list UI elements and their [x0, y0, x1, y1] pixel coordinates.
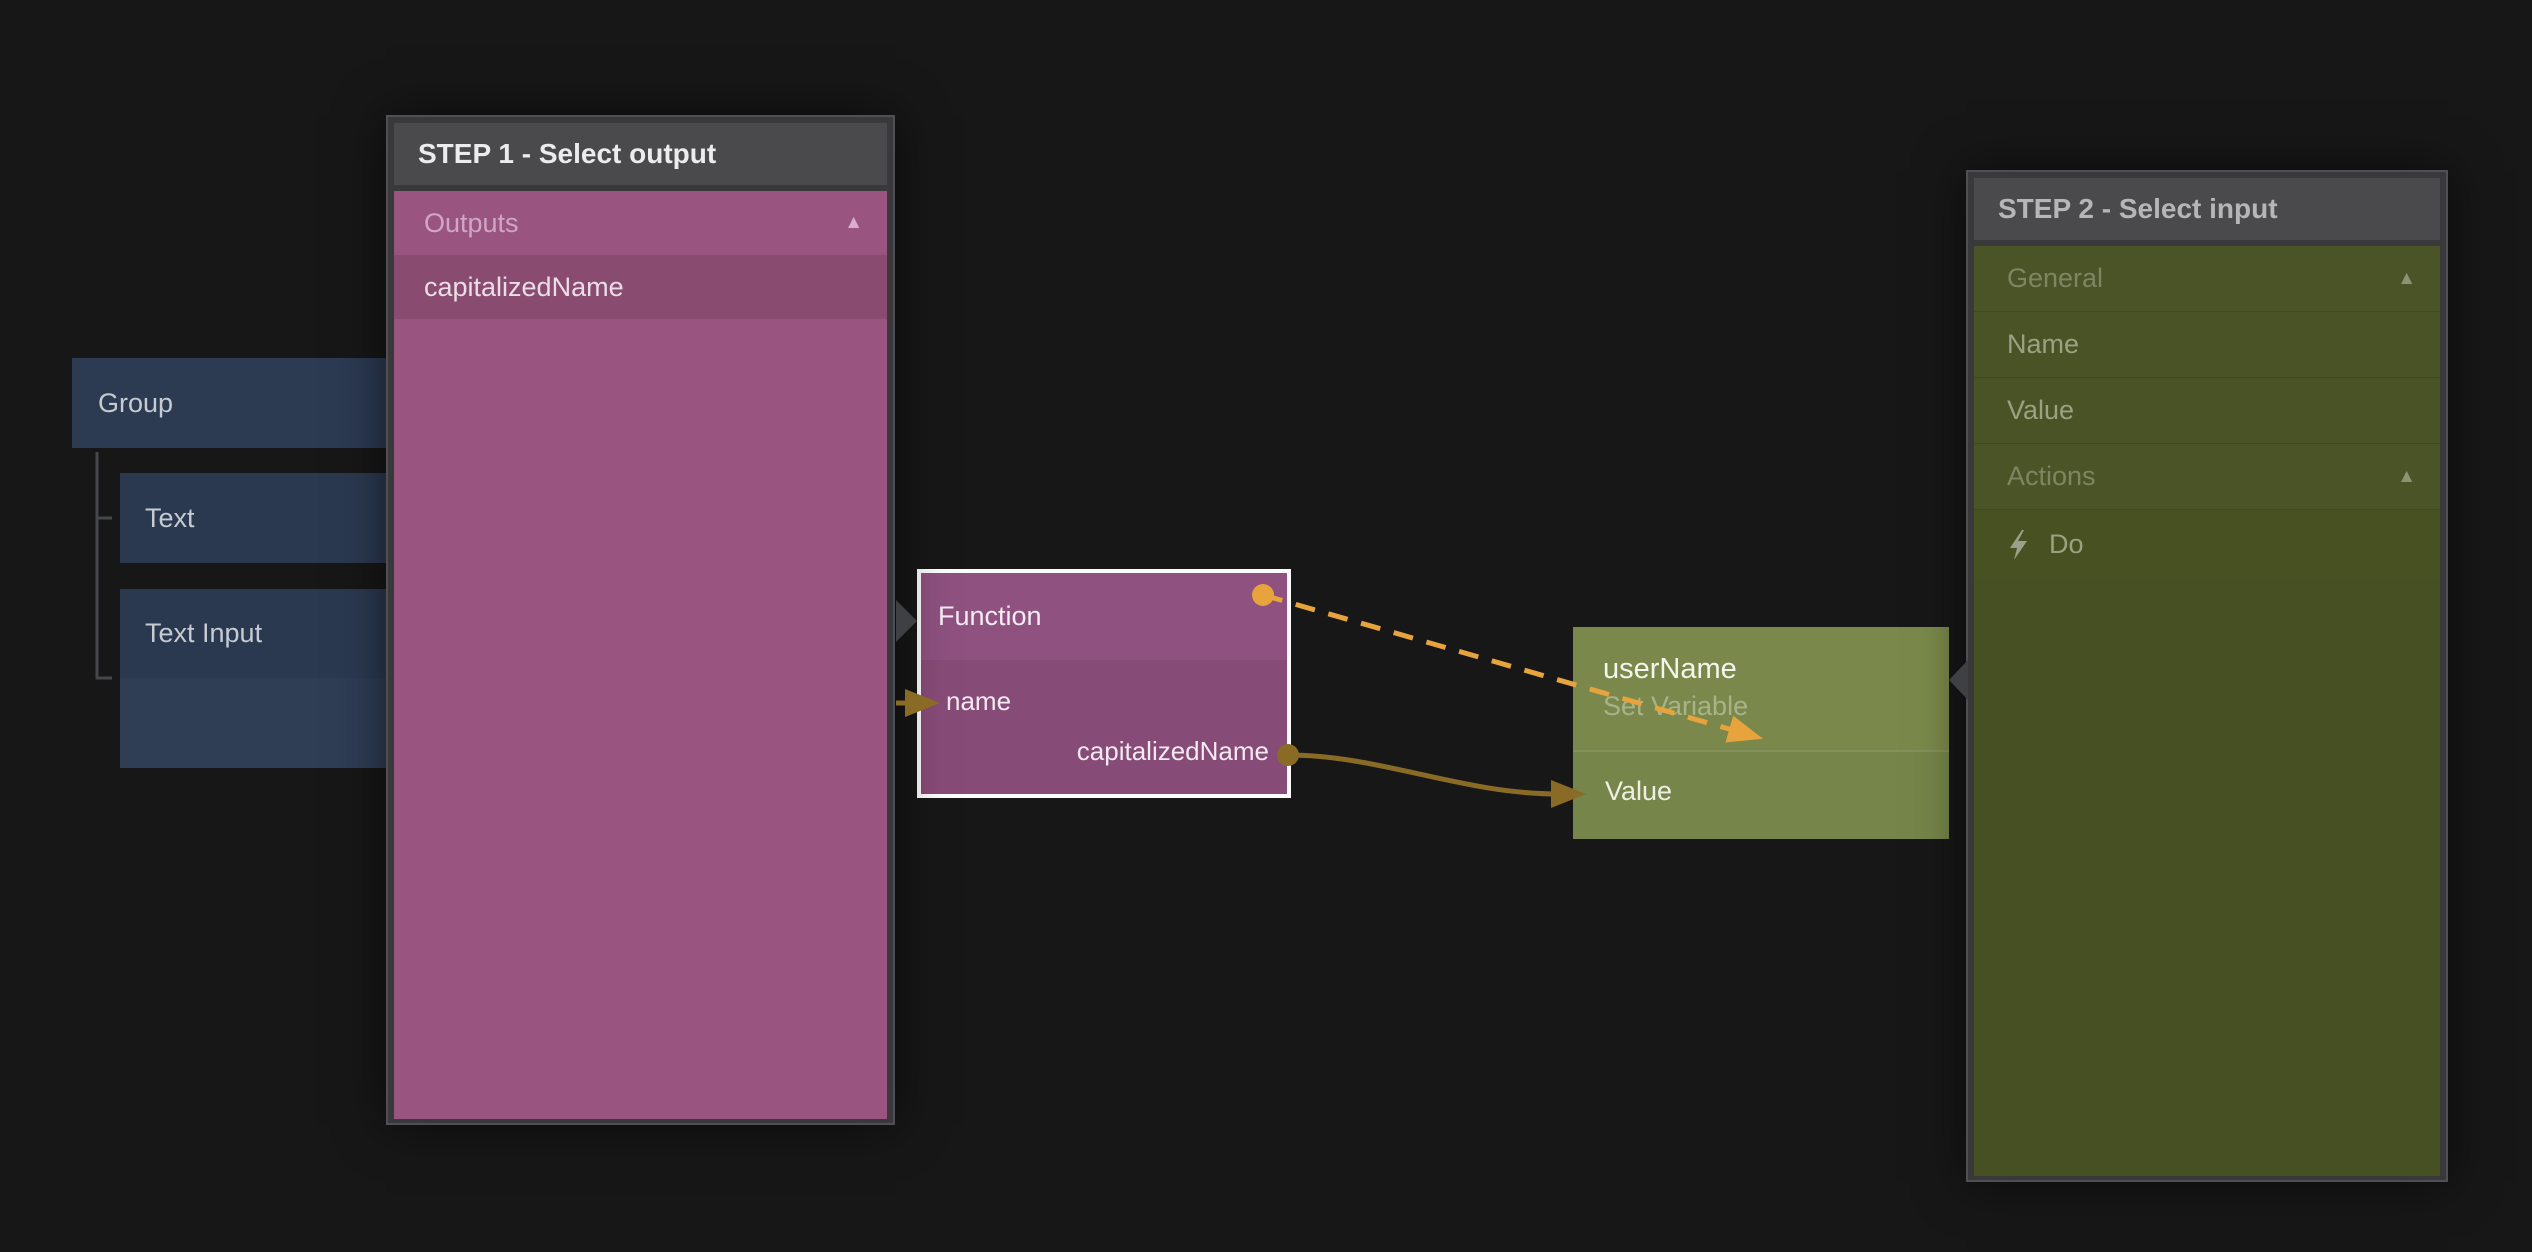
step2-panel-body: General ▲ Name Value Actions ▲ Do — [1974, 246, 2440, 1176]
text-input-node[interactable]: Text Input — [120, 589, 420, 768]
capitalizedname-to-value-connection[interactable] — [1288, 755, 1558, 794]
step2-section-actions-label: Actions — [2007, 461, 2096, 492]
step2-item-value-label: Value — [2007, 395, 2074, 426]
step2-item-value[interactable]: Value — [1974, 378, 2440, 444]
function-input-name[interactable]: name — [946, 686, 1011, 717]
step2-section-general[interactable]: General ▲ — [1974, 246, 2440, 312]
step1-section-outputs-label: Outputs — [424, 208, 519, 239]
step1-panel: STEP 1 - Select output Outputs ▲ capital… — [386, 115, 895, 1125]
step1-dock-arrow-icon — [896, 600, 917, 642]
step1-panel-title: STEP 1 - Select output — [418, 138, 716, 170]
group-node[interactable]: Group — [72, 358, 420, 448]
collapse-arrow-icon[interactable]: ▲ — [2397, 466, 2416, 488]
step2-section-actions[interactable]: Actions ▲ — [1974, 444, 2440, 510]
group-node-label: Group — [98, 388, 173, 419]
set-variable-node-subtitle: Set Variable — [1603, 691, 1748, 722]
step1-panel-header: STEP 1 - Select output — [394, 123, 887, 185]
text-input-node-content — [120, 678, 420, 768]
step2-item-do-label: Do — [2049, 529, 2084, 560]
step2-item-do[interactable]: Do — [1974, 510, 2440, 579]
set-variable-node-title: userName — [1603, 653, 1737, 686]
step1-section-outputs[interactable]: Outputs ▲ — [394, 191, 887, 255]
step1-panel-body: Outputs ▲ capitalizedName — [394, 191, 887, 1119]
set-variable-node-body: Value — [1573, 750, 1949, 839]
step2-section-general-label: General — [2007, 263, 2103, 294]
collapse-arrow-icon[interactable]: ▲ — [2397, 268, 2416, 290]
text-input-node-label: Text Input — [145, 618, 262, 649]
lightning-icon — [2010, 530, 2027, 560]
step2-panel-header: STEP 2 - Select input — [1974, 178, 2440, 240]
function-node-title: Function — [938, 601, 1042, 632]
step2-panel-title: STEP 2 - Select input — [1998, 193, 2278, 225]
step1-item-capitalizedname[interactable]: capitalizedName — [394, 255, 887, 319]
step1-item-capitalizedname-label: capitalizedName — [424, 272, 624, 303]
function-node[interactable]: Function name capitalizedName — [917, 569, 1291, 798]
function-output-capitalizedname[interactable]: capitalizedName — [1077, 736, 1269, 767]
tree-branch-line — [97, 452, 112, 678]
step2-item-name-label: Name — [2007, 329, 2079, 360]
text-node[interactable]: Text — [120, 473, 420, 563]
collapse-arrow-icon[interactable]: ▲ — [844, 212, 863, 234]
set-variable-node-header[interactable]: userName Set Variable — [1573, 627, 1949, 750]
step2-panel: STEP 2 - Select input General ▲ Name Val… — [1966, 170, 2448, 1182]
set-variable-input-value[interactable]: Value — [1605, 776, 1672, 807]
set-variable-node[interactable]: userName Set Variable Value — [1573, 627, 1949, 837]
step2-item-name[interactable]: Name — [1974, 312, 2440, 378]
function-node-header[interactable]: Function — [921, 573, 1287, 660]
text-node-label: Text — [145, 503, 195, 534]
text-input-node-label-row: Text Input — [120, 589, 420, 678]
